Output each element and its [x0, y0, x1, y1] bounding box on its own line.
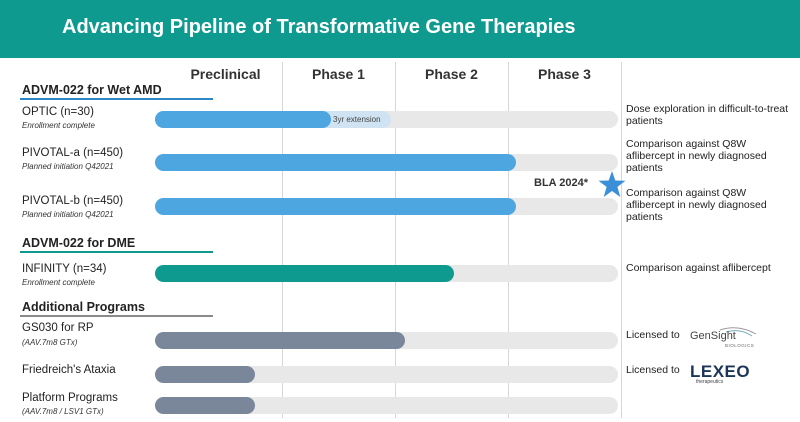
- star-icon: [598, 171, 626, 197]
- milestone-label: BLA 2024*: [534, 177, 589, 189]
- section-underline: [20, 98, 213, 100]
- note-optic: Dose exploration in difficult-to-treat p…: [626, 103, 789, 127]
- note-pivotal-a: Comparison against Q8W aflibercept in ne…: [626, 138, 767, 174]
- progress-track-pivotal-a: [155, 154, 618, 171]
- lexeo-logo-text: LEXEO: [690, 362, 751, 381]
- progress-track-friedreichs: [155, 366, 618, 383]
- program-name-friedreichs-ataxia: Friedreich's Ataxia: [22, 364, 116, 376]
- gensight-logo-subtext: BIOLOGICS: [725, 343, 755, 348]
- phase-header-preclinical: Preclinical: [190, 66, 261, 82]
- progress-track-platform: [155, 397, 618, 414]
- column-divider: [395, 62, 396, 418]
- gensight-logo: GenSight BIOLOGICS: [690, 326, 760, 350]
- note-infinity: Comparison against aflibercept: [626, 262, 771, 274]
- section-title-dme: ADVM-022 for DME: [22, 236, 136, 250]
- lexeo-logo-subtext: therapeutics: [696, 379, 724, 385]
- progress-bar-infinity: [155, 265, 454, 282]
- extension-label: 3yr extension: [333, 115, 381, 124]
- section-title-additional: Additional Programs: [22, 300, 145, 314]
- program-name-pivotal-b: PIVOTAL-b (n=450): [22, 195, 124, 207]
- section-underline: [20, 251, 213, 253]
- license-label-gensight: Licensed to: [626, 329, 680, 341]
- progress-bar-platform: [155, 397, 255, 414]
- note-pivotal-b: Comparison against Q8W aflibercept in ne…: [626, 187, 767, 223]
- progress-bar-pivotal-a: [155, 154, 516, 171]
- progress-track-infinity: [155, 265, 618, 282]
- phase-header-phase-1: Phase 1: [312, 66, 365, 82]
- column-divider: [282, 62, 283, 418]
- program-name-optic: OPTIC (n=30): [22, 106, 94, 118]
- lexeo-logo: LEXEO therapeutics: [690, 362, 752, 386]
- program-status-pivotal-b: Planned initiation Q42021: [22, 210, 114, 219]
- program-status-infinity: Enrollment complete: [22, 278, 95, 287]
- column-divider: [621, 62, 622, 418]
- header-banner: Advancing Pipeline of Transformative Gen…: [0, 0, 800, 58]
- progress-bar-friedreichs: [155, 366, 255, 383]
- progress-bar-optic: [155, 111, 331, 128]
- column-divider: [508, 62, 509, 418]
- program-name-platform: Platform Programs: [22, 392, 118, 404]
- gensight-logo-text: GenSight: [690, 330, 736, 342]
- program-status-optic: Enrollment complete: [22, 121, 95, 130]
- progress-track-pivotal-b: [155, 198, 618, 215]
- program-status-platform: (AAV.7m8 / LSV1 GTx): [22, 407, 104, 416]
- progress-track-optic: [155, 111, 618, 128]
- gensight-logo-mark: [719, 327, 757, 337]
- section-underline: [20, 315, 213, 317]
- page-title: Advancing Pipeline of Transformative Gen…: [62, 16, 576, 38]
- phase-header-phase-3: Phase 3: [538, 66, 591, 82]
- progress-track-gs030: [155, 332, 618, 349]
- program-status-pivotal-a: Planned initiation Q42021: [22, 162, 114, 171]
- program-name-infinity: INFINITY (n=34): [22, 263, 107, 275]
- section-title-wet-amd: ADVM-022 for Wet AMD: [22, 83, 162, 97]
- progress-bar-gs030: [155, 332, 405, 349]
- program-name-gs030: GS030 for RP: [22, 322, 94, 334]
- phase-header-phase-2: Phase 2: [425, 66, 478, 82]
- program-name-pivotal-a: PIVOTAL-a (n=450): [22, 147, 124, 159]
- license-label-lexeo: Licensed to: [626, 364, 680, 376]
- progress-bar-pivotal-b: [155, 198, 516, 215]
- program-status-gs030: (AAV.7m8 GTx): [22, 338, 78, 347]
